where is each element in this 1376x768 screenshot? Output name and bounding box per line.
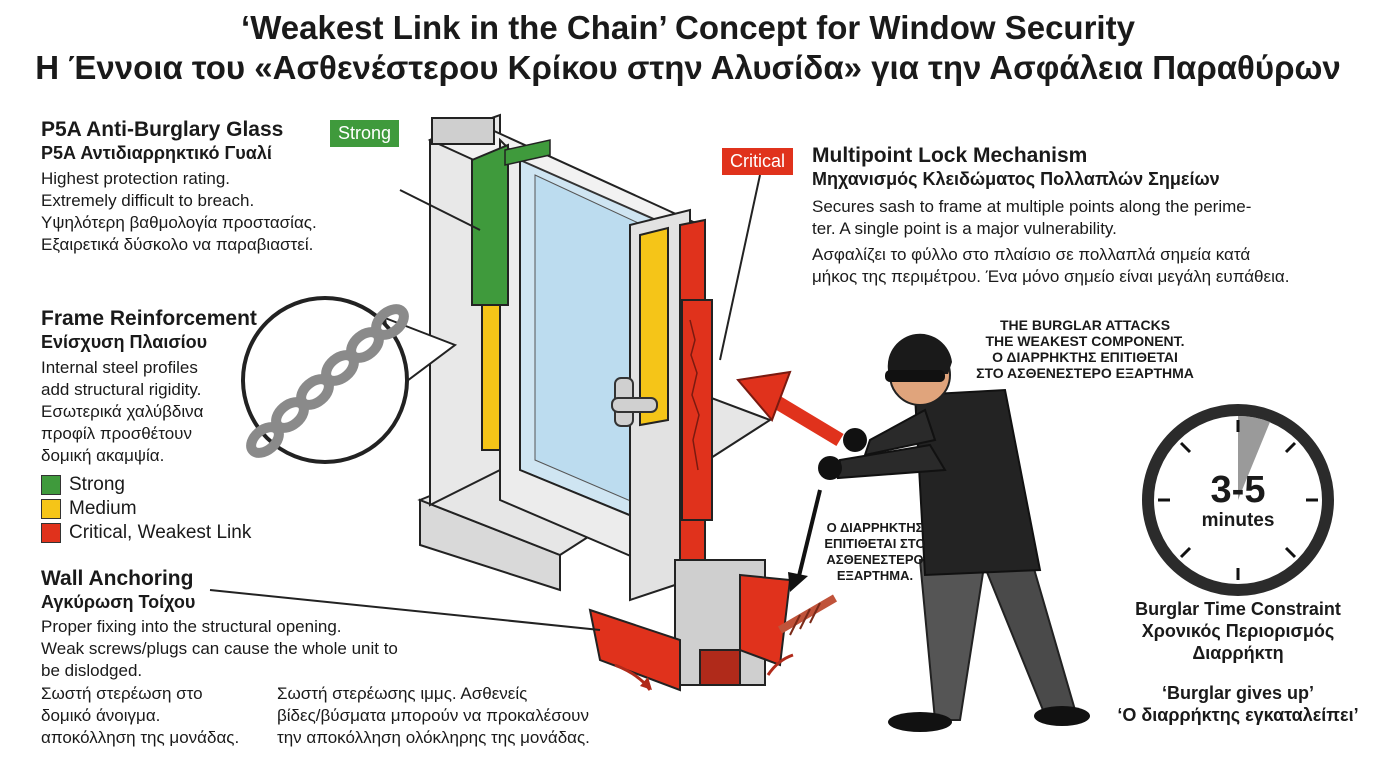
- legend-swatch-medium: [41, 499, 61, 519]
- anchor-critical-right: [739, 573, 792, 667]
- legend-item-strong: Strong: [41, 473, 251, 497]
- title-greek: Η Έννοια του «Ασθενέστερου Κρίκου στην Α…: [35, 49, 1341, 86]
- lock-heading-en: Multipoint Lock Mechanism: [812, 144, 1088, 167]
- legend-item-medium: Medium: [41, 497, 251, 521]
- glass-info: P5A Anti-Burglary Glass P5A Αντιδιαρρηκτ…: [41, 118, 361, 256]
- lock-text-en-1: Secures sash to frame at multiple points…: [812, 197, 1252, 216]
- glass-text-en-2: Extremely difficult to breach.: [41, 191, 255, 210]
- burglar-caption-en-2: THE WEAKEST COMPONENT.: [985, 333, 1185, 349]
- glass-text-en-1: Highest protection rating.: [41, 169, 230, 188]
- timer-info: Burglar Time Constraint Χρονικός Περιορι…: [1100, 598, 1376, 726]
- timer-quote-en: ‘Burglar gives up’: [1161, 683, 1315, 703]
- title-english: ‘Weakest Link in the Chain’ Concept for …: [241, 9, 1135, 46]
- glass-top-strong: [504, 139, 551, 166]
- glass-strong-band: [471, 143, 509, 306]
- glass-text-el-2: Εξαιρετικά δύσκολο να παραβιαστεί.: [41, 235, 314, 254]
- timer-heading-el-2: Διαρρήκτη: [1192, 643, 1284, 663]
- burglar-side-4: ΕΞΑΡΤΗΜΑ.: [836, 568, 914, 583]
- frame-text-el-3: δομική ακαμψία.: [41, 446, 165, 465]
- strong-tag: Strong: [330, 120, 400, 147]
- chain-magnifier-icon: [241, 296, 458, 464]
- sash-medium-band: [639, 226, 669, 427]
- burglar-caption-el-1: Ο ΔΙΑΡΡΗΚΤΗΣ ΕΠΙΤΙΘΕΤΑΙ: [992, 349, 1178, 365]
- stopwatch-icon: [1142, 404, 1334, 596]
- wall-heading-el: Αγκύρωση Τοίχου: [41, 592, 196, 612]
- burglar-side-3: ΑΣΘΕΝΕΣΤΕΡΟ: [826, 552, 924, 567]
- frame-medium-band: [481, 304, 501, 451]
- frame-heading-en: Frame Reinforcement: [41, 307, 257, 330]
- glass-heading-el: P5A Αντιδιαρρηκτικό Γυαλί: [41, 143, 272, 163]
- frame-text-en-1: Internal steel profiles: [41, 358, 198, 377]
- lock-info: Multipoint Lock Mechanism Μηχανισμός Κλε…: [812, 144, 1332, 288]
- burglar-caption-el-2: ΣΤΟ ΑΣΘΕΝΕΣΤΕΡΟ ΕΞΑΡΤΗΜΑ: [976, 365, 1194, 381]
- attack-arrow-icon: [736, 370, 844, 447]
- wall-info: Wall Anchoring Αγκύρωση Τοίχου Proper fi…: [41, 567, 461, 682]
- wall-heading-en: Wall Anchoring: [41, 567, 194, 590]
- lock-text-en-2: ter. A single point is a major vulnerabi…: [812, 219, 1117, 238]
- lock-heading-el: Μηχανισμός Κλειδώματος Πολλαπλών Σημείων: [812, 169, 1220, 189]
- wall-text-el-left-2: δομικό άνοιγμα.: [41, 706, 161, 725]
- timer-readout: 3-5 minutes: [1168, 470, 1308, 532]
- critical-tag: Critical: [722, 148, 794, 175]
- lock-pointer-line: [719, 174, 761, 361]
- legend-swatch-critical: [41, 523, 61, 543]
- frame-heading-el: Ενίσχυση Πλαισίου: [41, 332, 208, 352]
- burglar-caption: THE BURGLAR ATTACKS THE WEAKEST COMPONEN…: [955, 317, 1215, 381]
- wall-text-en-3: be dislodged.: [41, 661, 143, 680]
- lock-text-el-1: Ασφαλίζει το φύλλο στο πλαίσιο σε πολλαπ…: [812, 245, 1251, 264]
- burglar-figure: [818, 333, 1090, 732]
- wall-anchor-critical: [588, 608, 681, 692]
- timer-unit: minutes: [1201, 510, 1275, 531]
- timer-value: 3-5: [1210, 469, 1266, 511]
- wall-greek-right: Σωστή στερέωσης ιμμς. Ασθενείς βίδες/βύσ…: [277, 683, 617, 749]
- timer-heading-en: Burglar Time Constraint: [1135, 599, 1341, 619]
- wall-text-en-2: Weak screws/plugs can cause the whole un…: [41, 639, 398, 658]
- timer-quote-el: ‘Ο διαρρήκτης εγκαταλείπει’: [1117, 705, 1359, 725]
- wall-text-el-right-3: την αποκόλληση ολόκληρης της μονάδας.: [277, 728, 590, 747]
- burglar-side-2: ΕΠΙΤΙΘΕΤΑΙ ΣΤΟ: [824, 536, 926, 551]
- screw-icon: [777, 594, 838, 636]
- legend-label: Critical, Weakest Link: [69, 522, 252, 543]
- legend-label: Strong: [69, 474, 125, 495]
- wall-greek-left: Σωστή στερέωση στο δομικό άνοιγμα. αποκό…: [41, 683, 271, 749]
- glass-heading-en: P5A Anti-Burglary Glass: [41, 118, 284, 141]
- legend-swatch-strong: [41, 475, 61, 495]
- lock-text-el-2: μήκος της περιμέτρου. Ένα μόνο σημείο εί…: [812, 267, 1290, 286]
- burglar-side-1: Ο ΔΙΑΡΡΗΚΤΗΣ: [826, 520, 924, 535]
- burglar-caption-en-1: THE BURGLAR ATTACKS: [999, 317, 1171, 333]
- glass-pointer-line: [399, 189, 481, 231]
- burglar-side-caption: Ο ΔΙΑΡΡΗΚΤΗΣ ΕΠΙΤΙΘΕΤΑΙ ΣΤΟ ΑΣΘΕΝΕΣΤΕΡΟ …: [805, 520, 945, 584]
- wall-text-el-right-2: βίδες/βύσματα μπορούν να προκαλέσουν: [277, 706, 589, 725]
- legend: Strong Medium Critical, Weakest Link: [41, 473, 251, 545]
- screw-arrow-icon: [788, 489, 822, 592]
- wall-text-el-right-1: Σωστή στερέωσης ιμμς. Ασθενείς: [277, 684, 528, 703]
- wall-text-el-left-1: Σωστή στερέωση στο: [41, 684, 203, 703]
- wall-text-en-1: Proper fixing into the structural openin…: [41, 617, 342, 636]
- frame-text-el-1: Εσωτερικά χαλύβδινα: [41, 402, 204, 421]
- glass-text-el-1: Υψηλότερη βαθμολογία προστασίας.: [41, 213, 317, 232]
- wall-pointer-line: [209, 589, 601, 631]
- frame-text-el-2: προφίλ προσθέτουν: [41, 424, 192, 443]
- frame-info: Frame Reinforcement Ενίσχυση Πλαισίου In…: [41, 307, 281, 467]
- timer-heading-el-1: Χρονικός Περιορισμός: [1141, 621, 1335, 641]
- frame-text-en-2: add structural rigidity.: [41, 380, 202, 399]
- legend-item-critical: Critical, Weakest Link: [41, 521, 251, 545]
- frame-profile-top: [431, 117, 495, 145]
- wall-text-el-left-3: αποκόλληση της μονάδας.: [41, 728, 240, 747]
- legend-label: Medium: [69, 498, 137, 519]
